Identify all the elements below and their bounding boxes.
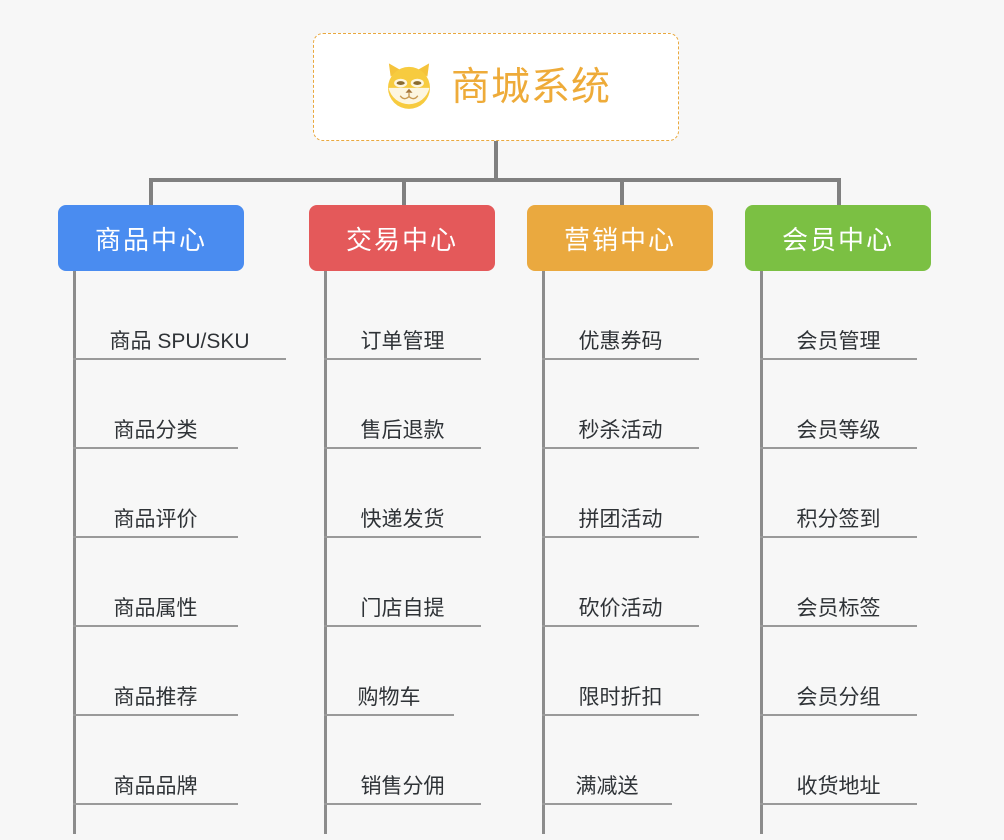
leaf-item[interactable]: 会员管理 [760, 271, 917, 360]
leaf-item[interactable]: 会员等级 [760, 360, 917, 449]
leaf-underline [760, 358, 917, 360]
leaf-underline [324, 447, 481, 449]
category-header-member-center[interactable]: 会员中心 [745, 205, 931, 271]
leaf-label: 商品 SPU/SKU [109, 330, 250, 353]
leaf-underline [542, 625, 699, 627]
leaf-label: 售后退款 [360, 419, 445, 442]
category-header-label: 交易中心 [345, 224, 458, 255]
category-header-label: 商品中心 [94, 224, 207, 255]
trunk-marketing-center [542, 271, 545, 834]
leaf-underline [73, 714, 238, 716]
leaf-underline [73, 358, 286, 360]
leaf-underline [73, 625, 238, 627]
category-header-marketing-center[interactable]: 营销中心 [527, 205, 713, 271]
leaf-item[interactable]: 售后退款 [324, 360, 481, 449]
leaf-label: 商品推荐 [113, 686, 198, 709]
trunk-trade-center [324, 271, 327, 834]
leaf-underline [760, 536, 917, 538]
connector-root-drop [494, 141, 498, 178]
category-header-product-center[interactable]: 商品中心 [58, 205, 244, 271]
root-node-title: 商城系统 [450, 65, 611, 109]
category-header-label: 会员中心 [781, 224, 894, 255]
connector-drop-product-center [149, 178, 153, 205]
leaf-underline [73, 536, 238, 538]
leaf-item[interactable]: 订单管理 [324, 271, 481, 360]
leaf-underline [542, 803, 672, 805]
leaf-label: 商品分类 [113, 419, 198, 442]
leaf-label: 收货地址 [796, 775, 881, 798]
leaf-underline [324, 625, 481, 627]
trunk-product-center [73, 271, 76, 834]
leaf-label: 快递发货 [360, 508, 445, 531]
leaf-label: 砍价活动 [578, 597, 663, 620]
leaf-label: 会员等级 [796, 419, 881, 442]
category-header-label: 营销中心 [563, 224, 676, 255]
leaf-label: 商品品牌 [113, 775, 198, 798]
leaf-underline [760, 803, 917, 805]
category-header-trade-center[interactable]: 交易中心 [309, 205, 495, 271]
leaf-item[interactable]: 满减送 [542, 716, 672, 805]
leaf-underline [542, 358, 699, 360]
leaf-item[interactable]: 商品评价 [73, 449, 238, 538]
leaf-label: 拼团活动 [578, 508, 663, 531]
connector-drop-member-center [837, 178, 841, 205]
leaf-label: 购物车 [357, 686, 421, 709]
leaf-underline [324, 803, 481, 805]
leaf-label: 限时折扣 [578, 686, 663, 709]
leaf-item[interactable]: 商品品牌 [73, 716, 238, 805]
leaf-item[interactable]: 会员分组 [760, 627, 917, 716]
leaf-label: 商品属性 [113, 597, 198, 620]
leaf-label: 会员标签 [796, 597, 881, 620]
leaf-underline [73, 803, 238, 805]
leaf-item[interactable]: 收货地址 [760, 716, 917, 805]
leaf-item[interactable]: 购物车 [324, 627, 454, 716]
leaf-label: 商品评价 [113, 508, 198, 531]
leaf-underline [760, 625, 917, 627]
leaf-item[interactable]: 门店自提 [324, 538, 481, 627]
leaf-item[interactable]: 商品 SPU/SKU [73, 271, 286, 360]
leaf-item[interactable]: 砍价活动 [542, 538, 699, 627]
leaf-label: 订单管理 [360, 330, 445, 353]
leaf-item[interactable]: 销售分佣 [324, 716, 481, 805]
leaf-underline [324, 536, 481, 538]
leaf-item[interactable]: 快递发货 [324, 449, 481, 538]
leaf-label: 满减送 [575, 775, 639, 798]
leaf-underline [73, 447, 238, 449]
connector-drop-trade-center [402, 178, 406, 205]
leaf-underline [324, 358, 481, 360]
leaf-item[interactable]: 积分签到 [760, 449, 917, 538]
leaf-item[interactable]: 商品属性 [73, 538, 238, 627]
root-node-mall-system[interactable]: 商城系统 [313, 33, 679, 141]
connector-drop-marketing-center [620, 178, 624, 205]
leaf-label: 积分签到 [796, 508, 881, 531]
leaf-label: 优惠券码 [578, 330, 663, 353]
leaf-underline [542, 536, 699, 538]
leaf-item[interactable]: 商品分类 [73, 360, 238, 449]
leaf-label: 会员管理 [796, 330, 881, 353]
leaf-label: 会员分组 [796, 686, 881, 709]
leaf-item[interactable]: 限时折扣 [542, 627, 699, 716]
leaf-label: 秒杀活动 [578, 419, 663, 442]
trunk-member-center [760, 271, 763, 834]
shiba-dog-face-icon [387, 63, 430, 109]
leaf-underline [760, 447, 917, 449]
connector-horizontal-bus [149, 178, 841, 182]
leaf-label: 销售分佣 [360, 775, 445, 798]
leaf-underline [324, 714, 454, 716]
leaf-item[interactable]: 会员标签 [760, 538, 917, 627]
leaf-item[interactable]: 优惠券码 [542, 271, 699, 360]
leaf-item[interactable]: 拼团活动 [542, 449, 699, 538]
leaf-underline [542, 447, 699, 449]
leaf-item[interactable]: 秒杀活动 [542, 360, 699, 449]
leaf-item[interactable]: 商品推荐 [73, 627, 238, 716]
leaf-label: 门店自提 [360, 597, 445, 620]
leaf-underline [760, 714, 917, 716]
leaf-underline [542, 714, 699, 716]
